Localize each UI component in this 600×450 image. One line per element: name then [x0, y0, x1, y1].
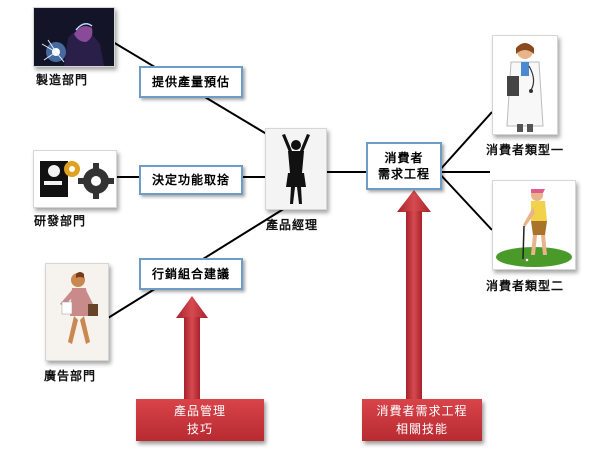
label-product-manager: 產品經理 [266, 218, 319, 232]
golfer-icon [492, 180, 576, 270]
skill-product-management: 產品管理 技巧 [136, 399, 264, 441]
box-function-text: 決定功能取捨 [151, 172, 230, 187]
cheering-silhouette-icon [265, 128, 327, 210]
connector-consumer1 [437, 111, 493, 173]
skill-pm-line2: 技巧 [186, 422, 213, 436]
arrow-up-icon [397, 190, 431, 212]
welder-icon [33, 7, 115, 67]
skill-cr-line2: 相關技能 [395, 422, 448, 436]
gears-person-icon [33, 150, 117, 208]
box-consumer-req-line1: 消費者 [384, 150, 424, 165]
skill-cr-line1: 消費者需求工程 [376, 404, 468, 418]
label-consumer-type-2: 消費者類型二 [486, 279, 565, 293]
label-manufacturing: 製造部門 [36, 73, 89, 87]
arrow-shaft [184, 317, 200, 399]
skill-consumer-requirements: 消費者需求工程 相關技能 [362, 399, 482, 441]
box-function: 決定功能取捨 [139, 165, 243, 195]
box-marketing: 行銷組合建議 [139, 258, 243, 290]
label-consumer-type-1: 消費者類型一 [486, 143, 565, 157]
arrow-shaft [406, 211, 422, 399]
doctor-icon [492, 35, 558, 135]
arrow-up-icon [176, 296, 208, 318]
box-consumer-req-line2: 需求工程 [377, 167, 430, 181]
skill-pm-line1: 產品管理 [173, 404, 226, 418]
box-forecast-text: 提供產量預估 [151, 74, 230, 89]
box-forecast: 提供產量預估 [139, 66, 243, 98]
walking-woman-icon [45, 263, 109, 361]
label-rnd: 研發部門 [34, 214, 87, 228]
connector-consumer2 [437, 171, 493, 231]
box-marketing-text: 行銷組合建議 [151, 266, 230, 281]
box-consumer-requirements: 消費者 需求工程 [366, 142, 442, 190]
label-advertising: 廣告部門 [44, 369, 97, 383]
